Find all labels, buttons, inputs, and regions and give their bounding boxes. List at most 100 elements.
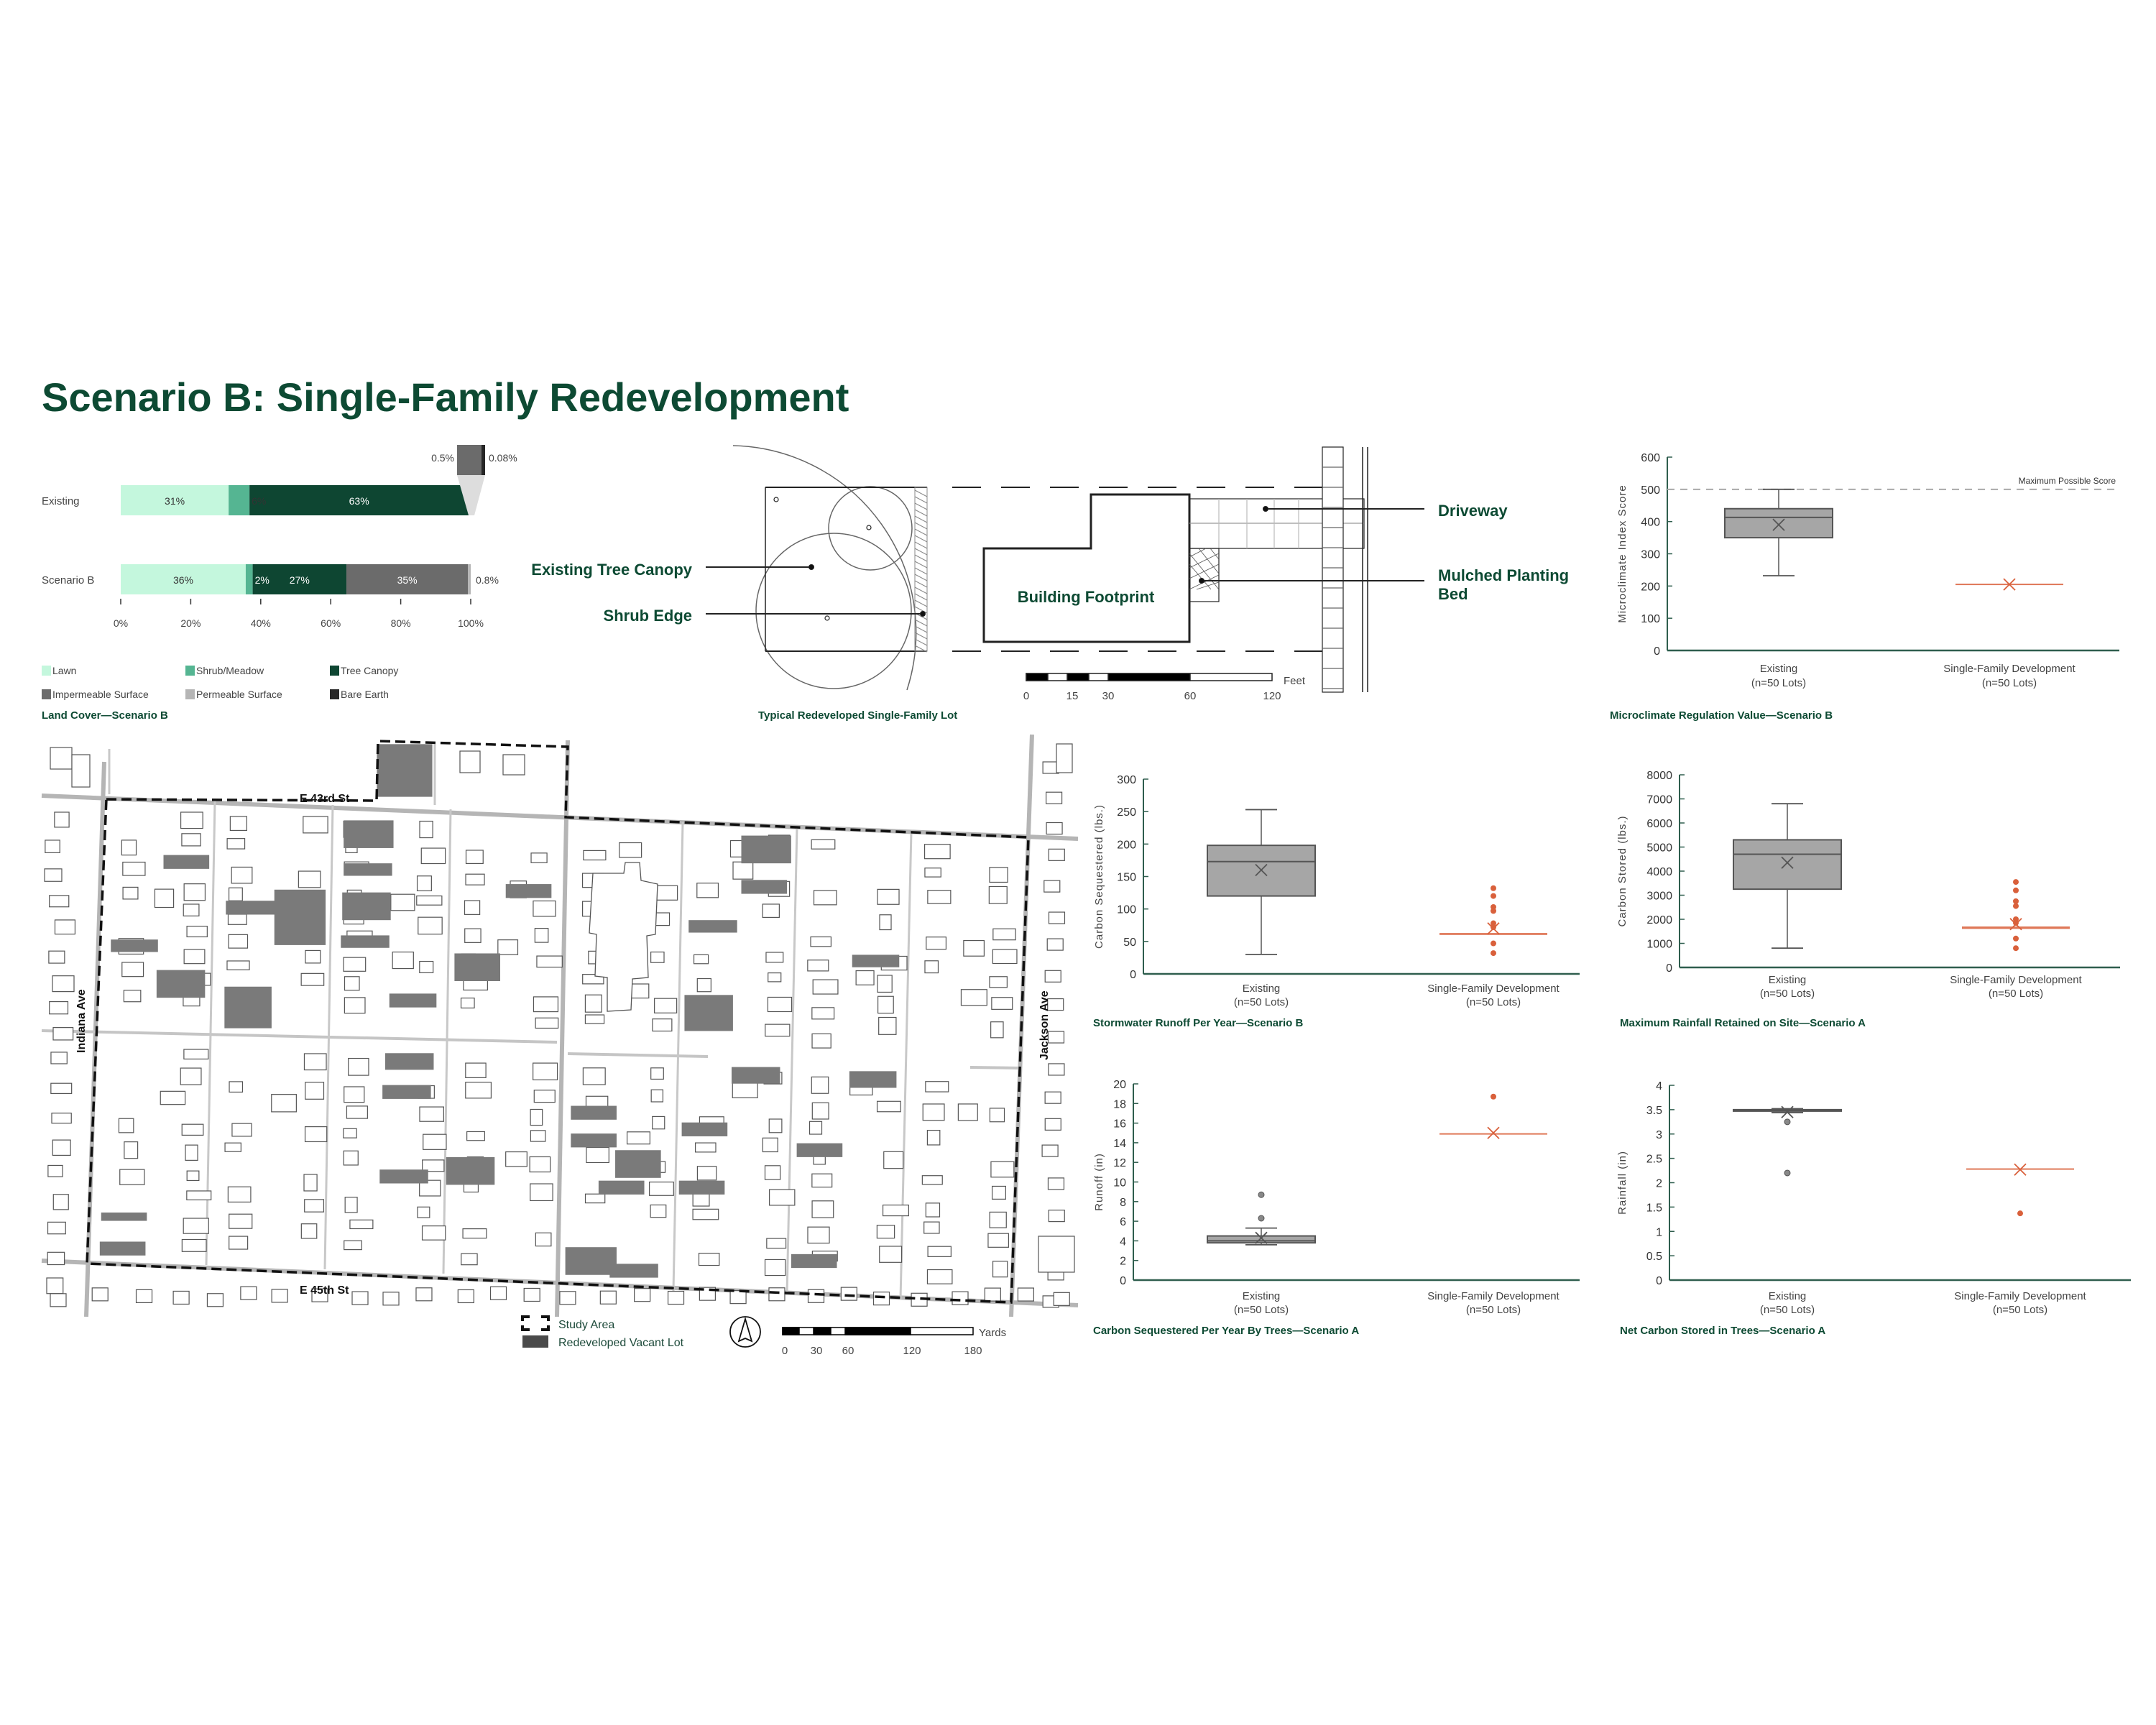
outlier-point [1784, 1118, 1791, 1126]
house-outline [181, 1123, 204, 1136]
house-outline [766, 1238, 787, 1249]
house-outline [1056, 743, 1073, 773]
house-outline [183, 883, 206, 901]
house-outline [811, 1007, 835, 1020]
house-outline [271, 1094, 297, 1113]
house-outline [50, 747, 73, 770]
house-outline [271, 1289, 288, 1303]
legend-swatch [330, 689, 339, 699]
house-outline [419, 1106, 444, 1122]
redeveloped-lot [446, 1156, 495, 1185]
box-iqr [1207, 1235, 1316, 1244]
house-outline [765, 952, 784, 963]
house-outline [180, 811, 203, 829]
y-tick-label: 14 [1113, 1138, 1126, 1150]
house-outline [457, 1289, 474, 1304]
house-outline [523, 1287, 540, 1302]
house-outline [489, 1286, 507, 1300]
shrub-edge-hatch [914, 487, 928, 653]
legend-label: Tree Canopy [341, 665, 398, 676]
category-sublabel: (n=50 Lots) [1234, 1304, 1289, 1316]
y-tick-label: 300 [1641, 549, 1660, 561]
house-outline [811, 839, 836, 850]
house-outline [1048, 1210, 1065, 1223]
category-label: Existing [1243, 983, 1281, 995]
house-outline [667, 1290, 685, 1305]
house-outline [1053, 1292, 1070, 1306]
house-outline [1044, 1091, 1061, 1104]
house-outline [47, 1251, 65, 1266]
house-outline [183, 903, 200, 916]
house-outline [927, 1246, 952, 1257]
bar-data-label: 31% [165, 495, 185, 507]
outlier-point [1258, 1215, 1265, 1222]
house-outline [416, 875, 432, 891]
y-tick-label: 1.5 [1646, 1202, 1662, 1214]
bar-segment-shrub-meadow [229, 485, 250, 515]
outlier-point [1784, 1169, 1791, 1177]
box-iqr [1733, 839, 1842, 891]
category-sublabel: (n=50 Lots) [1993, 1304, 2047, 1316]
house-outline [693, 954, 709, 965]
house-outline [420, 847, 446, 865]
house-outline [344, 1240, 362, 1251]
y-tick-label: 2 [1656, 1178, 1662, 1190]
house-outline [48, 950, 65, 964]
y-tick-label: 2.5 [1646, 1154, 1662, 1166]
lot-divider [442, 809, 452, 1274]
house-outline [650, 1089, 664, 1103]
x-tick-label: 100% [458, 617, 484, 629]
y-tick-label: 0 [1654, 645, 1660, 658]
bar-data-label: 35% [397, 574, 418, 586]
house-outline [1047, 1177, 1065, 1190]
house-outline [530, 1108, 543, 1126]
category-sublabel: (n=50 Lots) [1751, 677, 1806, 689]
house-outline [224, 1142, 241, 1152]
scale-tick: 120 [903, 1345, 921, 1357]
bar-data-label: 0.8% [476, 574, 499, 586]
tree-trunk [824, 615, 830, 621]
y-tick-label: 500 [1641, 484, 1660, 497]
house-outline [154, 888, 175, 908]
category-label: Existing [1243, 1290, 1281, 1302]
category-label: Existing [1760, 663, 1798, 675]
redeveloped-lot [571, 1133, 617, 1148]
chart-title: Carbon Sequestered Per Year By Trees—Sce… [1093, 1325, 1359, 1337]
redeveloped-lot [226, 901, 277, 915]
category-sublabel: (n=50 Lots) [1760, 988, 1815, 1000]
house-outline [464, 900, 481, 915]
category-sublabel: (n=50 Lots) [1760, 1304, 1815, 1316]
house-outline [459, 750, 481, 773]
house-outline [382, 1292, 400, 1306]
house-outline [229, 1213, 253, 1229]
redeveloped-lot [101, 1213, 147, 1221]
bar-data-label: 27% [290, 574, 310, 586]
redeveloped-lot [731, 1067, 780, 1084]
redeveloped-lot [681, 1122, 728, 1136]
tree-canopy-circle [755, 533, 912, 689]
house-outline [989, 1211, 1007, 1228]
house-outline [304, 1199, 325, 1213]
house-outline [303, 1174, 318, 1192]
house-outline [240, 1286, 257, 1300]
page-title: Scenario B: Single-Family Redevelopment [42, 374, 849, 420]
house-outline [584, 1193, 606, 1204]
chart-title: Net Carbon Stored in Trees—Scenario A [1620, 1325, 1825, 1337]
house-outline [118, 1118, 134, 1133]
chart-title: Microclimate Regulation Value—Scenario B [1610, 709, 1833, 722]
house-outline [767, 996, 793, 1013]
inset-bare-earth [482, 445, 485, 475]
house-outline [768, 1118, 783, 1133]
bar-segment-tree-canopy [249, 485, 469, 515]
lot-divider [205, 800, 216, 1266]
house-outline [421, 1225, 446, 1241]
house-outline [811, 1173, 833, 1188]
street-label-south: E 45th St [300, 1284, 349, 1297]
y-tick-label: 200 [1641, 581, 1660, 593]
legend-label: Bare Earth [341, 689, 389, 700]
outlier-point [1491, 950, 1496, 957]
house-outline [957, 1103, 978, 1121]
y-tick-label: 250 [1117, 806, 1136, 819]
house-outline [351, 1291, 369, 1305]
